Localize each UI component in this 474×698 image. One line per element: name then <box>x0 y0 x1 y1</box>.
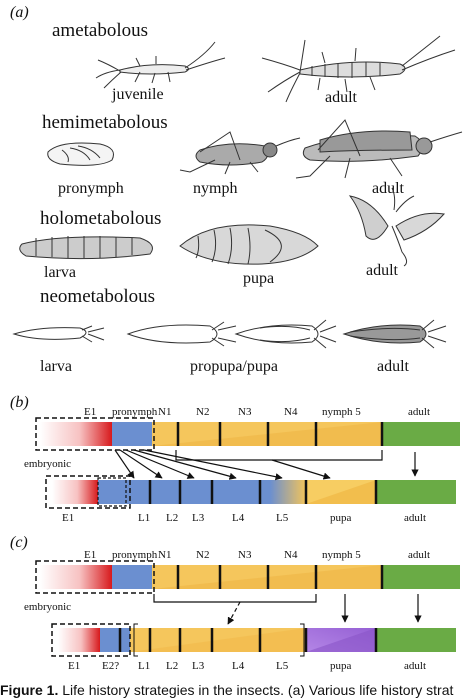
panel-b-embryonic: embryonic <box>24 458 72 470</box>
stage-pronymph: pronymph <box>58 180 124 197</box>
panel-b-top-adult: adult <box>408 406 430 418</box>
panel-b-top-n2: N2 <box>196 406 210 418</box>
juvenile-silverfish-drawing <box>95 41 226 89</box>
panel-c-top-n4: N4 <box>284 549 298 561</box>
stage-neometabolous-adult: adult <box>377 358 409 375</box>
panel-b-label: (b) <box>10 394 29 411</box>
category-neometabolous: neometabolous <box>40 286 156 307</box>
panel-c-bottom-e2: E2? <box>102 660 120 672</box>
panel-b-top-n4: N4 <box>284 406 298 418</box>
panel-b-top-nymph5: nymph 5 <box>322 406 361 418</box>
stage-nymph: nymph <box>193 180 238 197</box>
panel-c-arrows <box>153 594 422 625</box>
category-ametabolous: ametabolous <box>52 20 149 41</box>
category-hemimetabolous: hemimetabolous <box>42 112 168 133</box>
stage-holometabolous-larva: larva <box>44 264 76 281</box>
category-holometabolous: holometabolous <box>40 208 162 229</box>
nymph-grasshopper-drawing <box>179 131 301 175</box>
stage-propupa-pupa: propupa/pupa <box>190 358 278 375</box>
panel-b-top-n1: N1 <box>158 406 172 418</box>
panel-b-top-n3: N3 <box>238 406 252 418</box>
panel-b-bottom-l4: L4 <box>232 512 245 524</box>
panel-c-bottom-l2: L2 <box>166 660 179 672</box>
pupa-drawing <box>179 224 319 265</box>
panel-b-bottom-l2: L2 <box>166 512 179 524</box>
panel-b-top-pronymph: pronymph <box>112 406 158 418</box>
panel-c-bottom-e1: E1 <box>68 660 81 672</box>
panel-b-bottom-pupa: pupa <box>330 512 352 524</box>
panel-c-top-adult: adult <box>408 549 430 561</box>
stage-holometabolous-adult: adult <box>366 262 398 279</box>
stage-hemimetabolous-adult: adult <box>372 180 404 197</box>
panel-c-label: (c) <box>10 534 28 551</box>
panel-c-bottom-adult: adult <box>404 660 426 672</box>
panel-c-bottom-l5: L5 <box>276 660 289 672</box>
panel-c-bottom-l1: L1 <box>138 660 151 672</box>
panel-c-top-bar <box>35 560 460 594</box>
panel-c-bottom-l3: L3 <box>192 660 205 672</box>
stage-juvenile: juvenile <box>112 86 164 103</box>
panel-c-top-n2: N2 <box>196 549 210 561</box>
pronymph-drawing <box>47 142 114 166</box>
moth-drawing <box>348 187 445 267</box>
panel-c-top-pronymph: pronymph <box>112 549 158 561</box>
caterpillar-drawing <box>19 236 153 260</box>
panel-b-bottom-l3: L3 <box>192 512 205 524</box>
panel-b-top-e1: E1 <box>84 406 97 418</box>
panel-c-top-nymph5: nymph 5 <box>322 549 361 561</box>
panel-b-bottom-l5: L5 <box>276 512 289 524</box>
panel-c-bottom-pupa: pupa <box>330 660 352 672</box>
insect-illustrations <box>12 35 463 349</box>
thrips-larva-drawing <box>12 325 105 343</box>
panel-c-embryonic: embryonic <box>24 601 72 613</box>
adult-silverfish-drawing <box>261 35 456 103</box>
panel-c-top-e1: E1 <box>84 549 97 561</box>
stage-neometabolous-larva: larva <box>40 358 72 375</box>
timeline-diagrams <box>35 417 460 657</box>
panel-a-label: (a) <box>10 4 29 21</box>
panel-b-bottom-adult: adult <box>404 512 426 524</box>
panel-c-bottom-bar <box>51 623 456 657</box>
panel-b-bottom-e1: E1 <box>62 512 75 524</box>
panel-b-bottom-l1: L1 <box>138 512 151 524</box>
caption-bold: Figure 1. <box>0 682 59 698</box>
figure-caption: Figure 1. Life history strategies in the… <box>0 682 453 698</box>
panel-b-arrows <box>114 449 419 481</box>
stage-pupa: pupa <box>243 270 275 287</box>
panel-c-bottom-l4: L4 <box>232 660 245 672</box>
panel-b-bottom-bar <box>45 475 456 509</box>
stage-ametabolous-adult: adult <box>325 89 357 106</box>
thrips-pupa-drawing <box>234 319 337 349</box>
thrips-adult-drawing <box>342 319 447 349</box>
adult-grasshopper-drawing <box>295 119 463 179</box>
panel-c-top-n1: N1 <box>158 549 172 561</box>
panel-b-top-bar <box>35 417 460 451</box>
caption-text: Life history strategies in the insects. … <box>58 682 454 698</box>
panel-c-top-n3: N3 <box>238 549 252 561</box>
propupa-drawing <box>126 321 237 347</box>
